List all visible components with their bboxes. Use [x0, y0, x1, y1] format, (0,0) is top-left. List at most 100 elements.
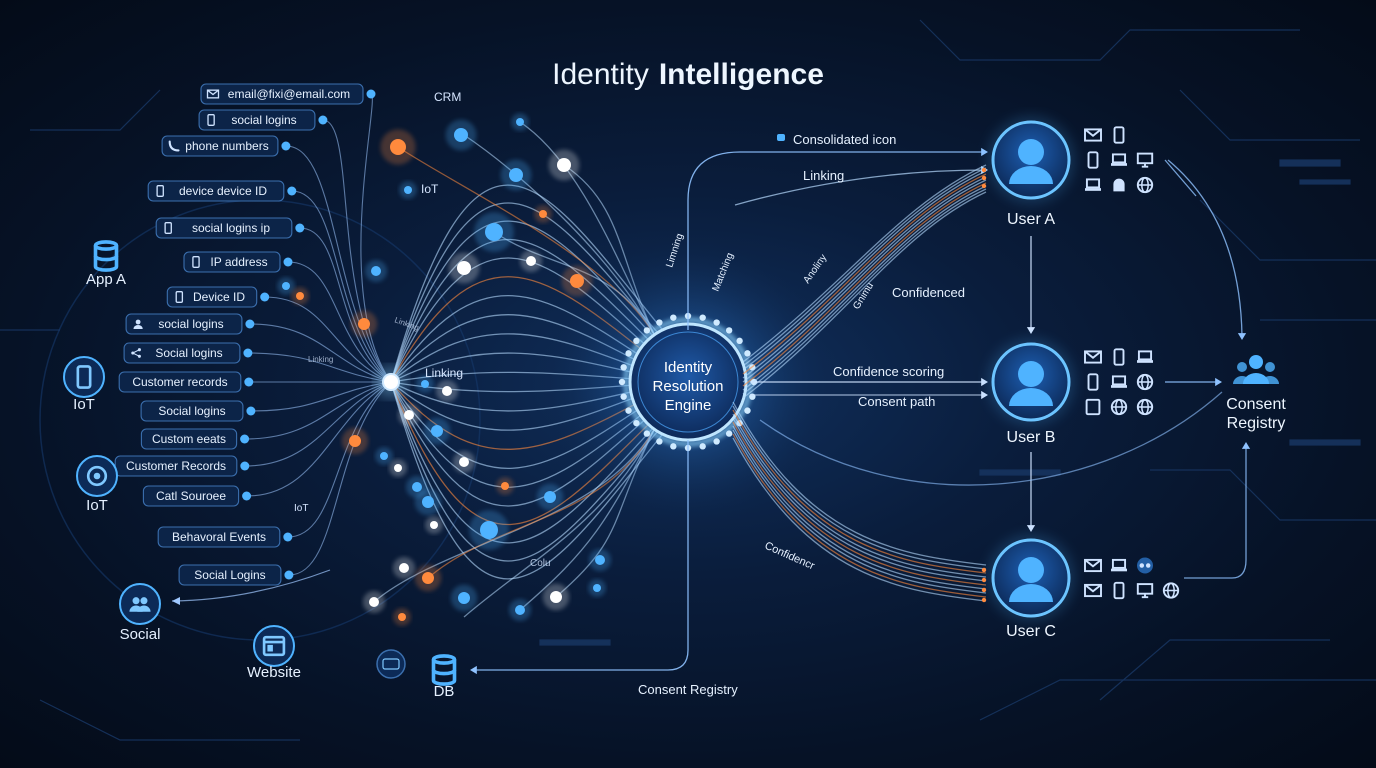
network-node — [416, 375, 434, 393]
source-tag[interactable]: email@fixi@email.com — [200, 83, 376, 105]
source-tag-label: phone numbers — [185, 139, 268, 153]
user-avatar-icon — [1009, 361, 1053, 406]
arrow-head-icon — [1241, 442, 1251, 449]
incoming-signal-dot — [981, 175, 987, 181]
engine-port-dot — [656, 438, 663, 445]
engine-port-dot — [643, 327, 651, 334]
resolved-users: User A User B User C — [981, 116, 1180, 640]
network-node — [520, 250, 542, 272]
arrow-head-icon — [1026, 525, 1036, 532]
phone-icon — [76, 365, 92, 389]
network-node — [398, 404, 420, 426]
source-tag-label: Social logins — [158, 404, 225, 418]
engine-port-dot — [620, 364, 627, 371]
source-tag[interactable]: IP address — [183, 251, 293, 273]
users-group-icon — [1233, 355, 1279, 384]
arrow-head-icon — [1237, 333, 1247, 340]
source-tag[interactable]: social logins — [125, 313, 255, 335]
engine-to-user-lines — [470, 147, 1251, 675]
source-tag-label: Customer Records — [126, 459, 226, 473]
network-node — [496, 477, 514, 495]
laptop-icon — [1111, 558, 1127, 572]
tag-connector-dot — [366, 89, 376, 99]
network-node — [423, 417, 451, 445]
phone-icon — [192, 256, 200, 268]
cog-group-icon — [1137, 557, 1153, 574]
collection-hub-node — [375, 366, 407, 398]
tag-connector-dot — [287, 186, 297, 196]
source-tag[interactable]: social logins — [198, 109, 328, 131]
source-tag-label: social logins ip — [192, 221, 270, 235]
phone-handset-icon — [168, 140, 180, 152]
laptop-icon — [1111, 375, 1127, 388]
user-node[interactable]: User C — [987, 534, 1180, 640]
phone-icon — [156, 185, 164, 197]
network-node — [548, 149, 580, 181]
engine-port-dot — [670, 314, 677, 321]
monitor-icon — [1136, 152, 1154, 168]
globe-icon — [1136, 398, 1154, 416]
network-node — [363, 591, 385, 613]
engine-port-dot — [625, 407, 632, 414]
network-node — [393, 608, 411, 626]
source-tag[interactable]: Custom eeats — [140, 428, 250, 450]
source-tag-label: social logins — [158, 317, 223, 331]
identity-resolution-engine: Identity Resolution Engine — [538, 232, 838, 532]
network-node — [469, 510, 509, 550]
source-tag[interactable]: Behavoral Events — [157, 526, 293, 548]
engine-port-dot — [699, 314, 706, 321]
data-source[interactable]: Website — [247, 625, 301, 681]
confidenced-label: Confidenced — [892, 285, 965, 300]
engine-port-dot — [620, 393, 627, 400]
globe-icon — [1110, 398, 1128, 416]
network-node — [341, 427, 369, 455]
globe-icon — [1136, 373, 1154, 391]
engine-port-dot — [725, 327, 733, 334]
source-tag[interactable]: Social logins — [140, 400, 256, 422]
arrow-head-icon — [981, 147, 988, 157]
source-tag[interactable]: Customer Records — [114, 455, 250, 477]
source-tag[interactable]: Social logins — [123, 342, 253, 364]
network-node — [453, 451, 475, 473]
user-label: User B — [1007, 429, 1056, 446]
source-tag[interactable]: device device ID — [147, 180, 297, 202]
data-source[interactable]: IoT — [76, 455, 118, 514]
users-icon — [129, 597, 151, 612]
network-node — [414, 488, 442, 516]
engine-port-dot — [713, 438, 720, 445]
engine-port-dot — [656, 319, 663, 326]
user-node[interactable]: User B — [987, 338, 1154, 446]
network-node — [365, 260, 387, 282]
source-tag[interactable]: Catl Souroee — [142, 485, 252, 507]
source-tag-label: IP address — [210, 255, 267, 269]
data-source[interactable]: DB — [431, 654, 457, 700]
engine-port-dot — [744, 407, 751, 414]
network-node — [436, 380, 458, 402]
network-node — [588, 579, 606, 597]
data-source[interactable]: IoT — [63, 356, 105, 413]
data-source[interactable]: App A — [86, 240, 126, 288]
data-source-label: DB — [434, 683, 455, 700]
arrow-head-icon — [1026, 327, 1036, 334]
database-icon — [93, 240, 119, 272]
source-tag[interactable]: phone numbers — [161, 135, 291, 157]
network-node — [542, 583, 570, 611]
engine-port-dot — [633, 337, 640, 345]
globe-icon — [1162, 582, 1180, 599]
mail-icon — [1084, 350, 1102, 364]
android-icon — [1113, 178, 1125, 192]
source-tag[interactable]: Device ID — [166, 286, 270, 308]
user-node[interactable]: User A — [987, 116, 1154, 228]
engine-port-dot — [643, 430, 651, 437]
source-tag[interactable]: social logins ip — [155, 217, 305, 239]
tag-connector-dot — [245, 319, 255, 329]
source-tag[interactable]: Social Logins — [178, 564, 294, 586]
source-tag[interactable]: Customer records — [118, 371, 254, 393]
data-source[interactable]: Social — [119, 583, 161, 643]
consent-registry: Consent Registry — [1226, 355, 1286, 432]
network-node — [509, 599, 531, 621]
source-tag-label: Device ID — [193, 290, 245, 304]
source-tag-label: social logins — [231, 113, 296, 127]
web-icon — [262, 635, 286, 657]
